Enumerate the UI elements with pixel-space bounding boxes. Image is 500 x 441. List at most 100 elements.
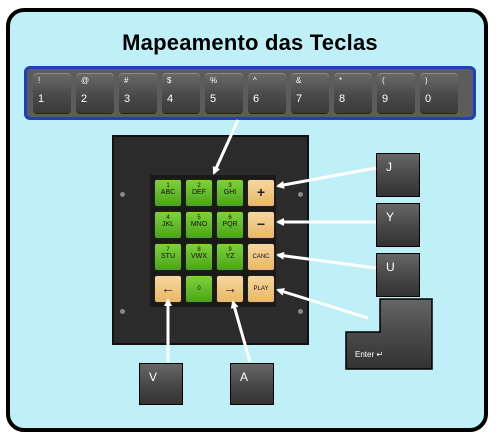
- number-key-7: &7: [291, 73, 329, 113]
- mapped-key-y: Y: [376, 203, 420, 247]
- key-main-label: 9: [382, 93, 389, 105]
- keypad-key-plus: +: [247, 179, 275, 207]
- key-letters: DEF: [192, 189, 206, 196]
- arrow-row-to-keypad: [212, 119, 240, 175]
- screw: [120, 192, 125, 197]
- arrow-u-to-canc: [276, 251, 377, 270]
- key-label: A: [240, 370, 249, 384]
- key-digit: 4: [166, 215, 170, 221]
- key-main-label: 8: [339, 93, 346, 105]
- key-digit: 3: [228, 183, 232, 189]
- key-digit: 0: [197, 286, 201, 292]
- key-digit: 1: [166, 183, 170, 189]
- key-symbol: +: [256, 184, 266, 200]
- number-key-9: (9: [377, 73, 415, 113]
- key-main-label: 0: [425, 93, 432, 105]
- key-letters: JKL: [161, 221, 175, 228]
- key-letters: PQR: [222, 221, 238, 228]
- enter-text: Enter: [355, 350, 375, 359]
- key-letters: MNO: [190, 221, 208, 228]
- key-main-label: 2: [81, 93, 88, 105]
- keypad-key-minus: −: [247, 211, 275, 239]
- keypad-key-left: ←: [154, 275, 182, 303]
- mapped-key-enter: Enter ↵: [345, 298, 433, 370]
- key-letters: STU: [161, 253, 175, 260]
- key-digit: 2: [197, 183, 201, 189]
- diagram-title: Mapeamento das Teclas: [122, 30, 378, 55]
- key-shift-label: ): [425, 76, 428, 85]
- mapped-key-j: J: [376, 153, 420, 197]
- key-main-label: 3: [124, 93, 131, 105]
- number-key-1: !1: [33, 73, 71, 113]
- key-label: V: [149, 370, 158, 384]
- key-label: CANC: [252, 254, 270, 260]
- key-digit: 9: [228, 247, 232, 253]
- key-shift-label: *: [339, 76, 343, 85]
- keypad-key-canc: CANC: [247, 243, 275, 271]
- number-key-3: #3: [119, 73, 157, 113]
- key-letters: GHI: [223, 189, 237, 196]
- key-label: Y: [386, 210, 395, 224]
- key-digit: 6: [228, 215, 232, 221]
- key-shift-label: (: [382, 76, 385, 85]
- screw: [120, 309, 125, 314]
- key-label: J: [386, 160, 392, 174]
- key-main-label: 6: [253, 93, 260, 105]
- key-shift-label: #: [124, 76, 129, 85]
- key-shift-label: ^: [253, 76, 257, 85]
- key-label: Enter ↵: [355, 350, 383, 359]
- arrow-a-to-right: [230, 300, 252, 363]
- key-digit: 5: [197, 215, 201, 221]
- number-key-4: $4: [162, 73, 200, 113]
- key-shift-label: !: [38, 76, 41, 85]
- key-shift-label: %: [210, 76, 218, 85]
- key-label: U: [386, 260, 395, 274]
- return-arrow-icon: ↵: [376, 350, 384, 359]
- keypad-key-right: →: [216, 275, 244, 303]
- key-shift-label: @: [81, 76, 90, 85]
- key-shift-label: &: [296, 76, 302, 85]
- left-arrow-icon: ←: [161, 280, 175, 296]
- arrow-j-to-plus: [276, 166, 377, 189]
- number-key-5: %5: [205, 73, 243, 113]
- right-arrow-icon: →: [223, 280, 237, 296]
- key-main-label: 7: [296, 93, 303, 105]
- mapped-key-a: A: [230, 363, 274, 405]
- arrow-enter-to-play: [276, 287, 369, 320]
- number-key-8: *8: [334, 73, 372, 113]
- number-key-2: @2: [76, 73, 114, 113]
- number-key-6: ^6: [248, 73, 286, 113]
- key-digit: 7: [166, 247, 170, 253]
- number-key-0: )0: [420, 73, 458, 113]
- key-letters: ABC: [160, 189, 176, 196]
- key-main-label: 1: [38, 93, 45, 105]
- screw: [298, 192, 303, 197]
- screw: [298, 309, 303, 314]
- mapped-key-v: V: [139, 363, 183, 405]
- key-main-label: 5: [210, 93, 217, 105]
- key-letters: YZ: [225, 253, 235, 260]
- enter-key-shape: [345, 298, 433, 370]
- key-label: PLAY: [253, 286, 269, 292]
- key-digit: 8: [197, 247, 201, 253]
- key-letters: VWX: [191, 253, 207, 260]
- keypad-key-play: PLAY: [247, 275, 275, 303]
- key-shift-label: $: [167, 76, 172, 85]
- key-symbol: −: [256, 216, 266, 232]
- mapped-key-u: U: [376, 253, 420, 297]
- key-main-label: 4: [167, 93, 174, 105]
- keypad-key-0: 0: [185, 275, 213, 303]
- number-key-row: !1 @2 #3 $4 %5 ^6 &7 *8 (9 )0: [24, 66, 476, 120]
